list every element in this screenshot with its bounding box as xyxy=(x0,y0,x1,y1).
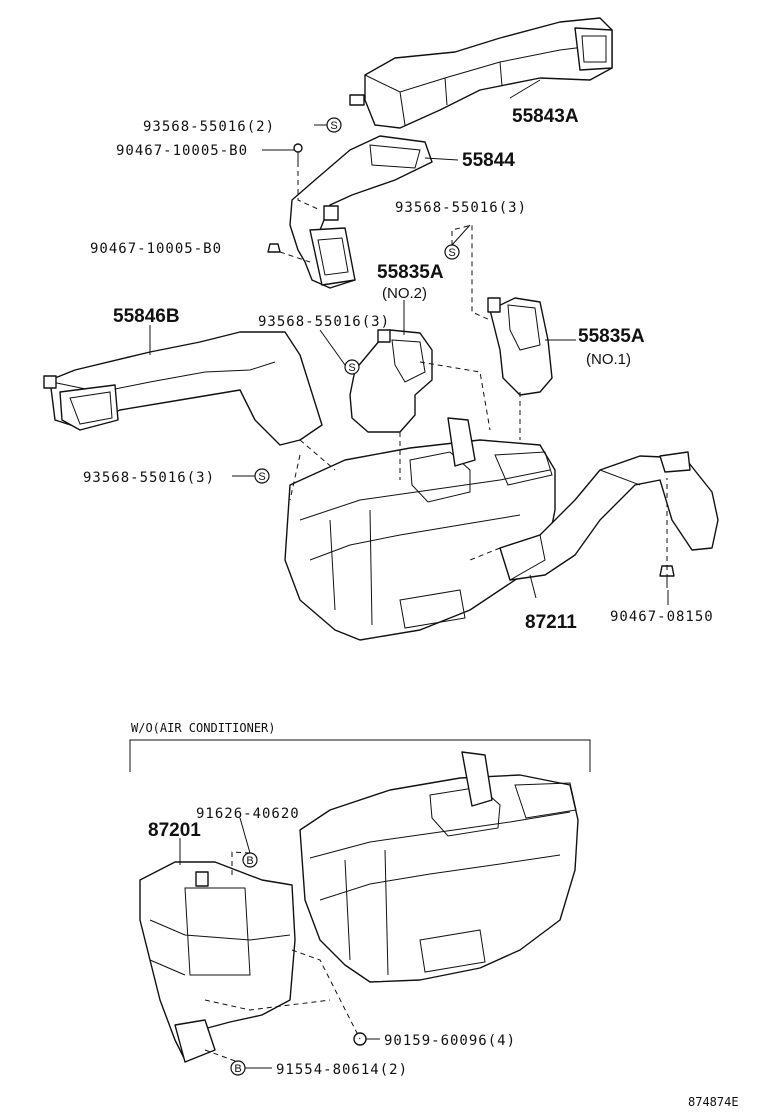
label-87211: 87211 xyxy=(525,612,577,633)
svg-text:S: S xyxy=(448,247,455,259)
section-title: W/O(AIR CONDITIONER) xyxy=(131,721,276,735)
bolt-icon-1 xyxy=(293,143,303,162)
label-55846B: 55846B xyxy=(113,306,180,327)
screw-symbol-4: S xyxy=(254,468,270,484)
heater-unit-lower[interactable] xyxy=(299,751,579,983)
label-bolt-4: 90159-60096(4) xyxy=(384,1033,516,1049)
duct-55835A-no2[interactable] xyxy=(349,329,433,433)
screw-symbol-3: S xyxy=(344,359,360,375)
bolt-icon-2 xyxy=(267,243,281,253)
svg-text:B: B xyxy=(234,1063,241,1075)
assembly-lines xyxy=(204,162,668,1063)
label-bolt-3: 90467-08150 xyxy=(610,609,714,625)
blower-case-87201[interactable] xyxy=(139,861,296,1063)
label-b-part-2: 91554-80614(2) xyxy=(276,1062,408,1078)
label-screw-1: 93568-55016(2) xyxy=(143,119,275,135)
duct-87211[interactable] xyxy=(499,451,719,581)
label-55835A-no1: 55835A xyxy=(578,326,645,347)
label-screw-3: 93568-55016(3) xyxy=(258,314,390,330)
label-55843A: 55843A xyxy=(512,106,579,127)
leader-lines xyxy=(149,79,669,1069)
label-55844: 55844 xyxy=(462,150,515,171)
duct-55835A-no1[interactable] xyxy=(487,297,553,396)
section-bracket xyxy=(129,739,591,772)
label-55835A-no2-note: (NO.2) xyxy=(382,285,427,302)
b-symbol-2: B xyxy=(230,1060,246,1076)
diagram-code: 874874E xyxy=(688,1095,739,1109)
svg-text:S: S xyxy=(330,120,337,132)
heater-unit-upper[interactable] xyxy=(284,417,556,641)
label-55835A-no1-note: (NO.1) xyxy=(586,351,631,368)
bolt-icon-3 xyxy=(659,565,675,588)
svg-text:S: S xyxy=(348,362,355,374)
label-55835A-no2: 55835A xyxy=(377,262,444,283)
label-b-part: 91626-40620 xyxy=(196,806,300,822)
b-symbol-1: B xyxy=(242,852,258,868)
label-bolt-2: 90467-10005-B0 xyxy=(90,241,222,257)
screw-symbol-1: S xyxy=(326,117,342,133)
screw-symbol-2: S xyxy=(444,244,460,260)
label-screw-4: 93568-55016(3) xyxy=(83,470,215,486)
duct-55843A[interactable] xyxy=(349,17,613,129)
duct-55846B[interactable] xyxy=(43,331,323,446)
label-screw-2: 93568-55016(3) xyxy=(395,200,527,216)
svg-text:S: S xyxy=(258,471,265,483)
label-bolt-1: 90467-10005-B0 xyxy=(116,143,248,159)
label-87201: 87201 xyxy=(148,820,201,841)
svg-text:B: B xyxy=(246,855,253,867)
